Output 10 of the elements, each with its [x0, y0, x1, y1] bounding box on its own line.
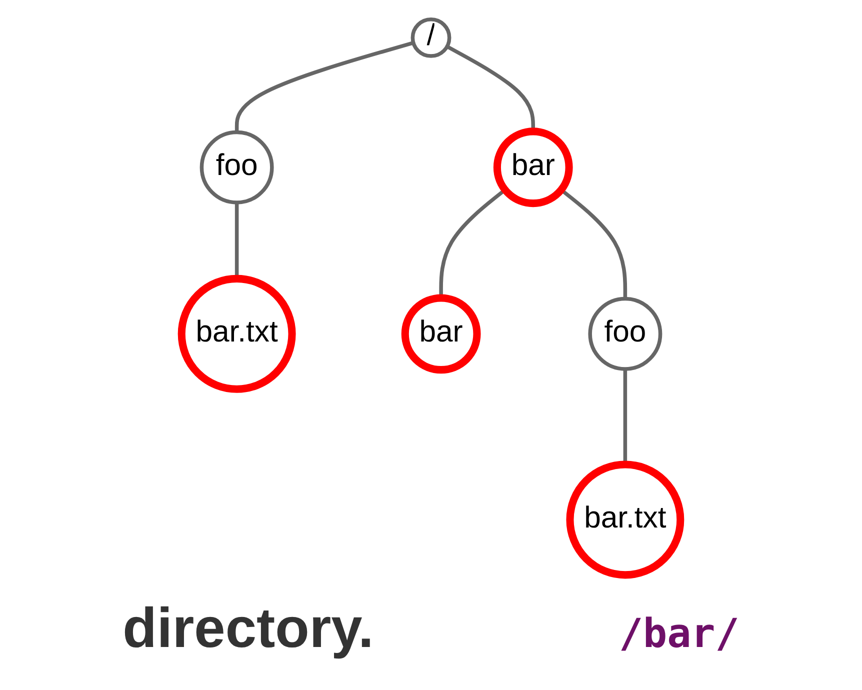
node-circle: bar — [401, 294, 481, 374]
connector — [234, 40, 414, 132]
path-label: /bar/ — [618, 611, 740, 657]
node-circle: / — [410, 17, 452, 58]
node-circle: foo — [200, 130, 274, 204]
node-circle: bar.txt — [178, 274, 296, 393]
node-circle: bar — [493, 128, 573, 208]
node-circle: bar.txt — [566, 460, 684, 579]
node-circle: foo — [588, 296, 662, 371]
caption-text: directory. — [122, 595, 374, 660]
